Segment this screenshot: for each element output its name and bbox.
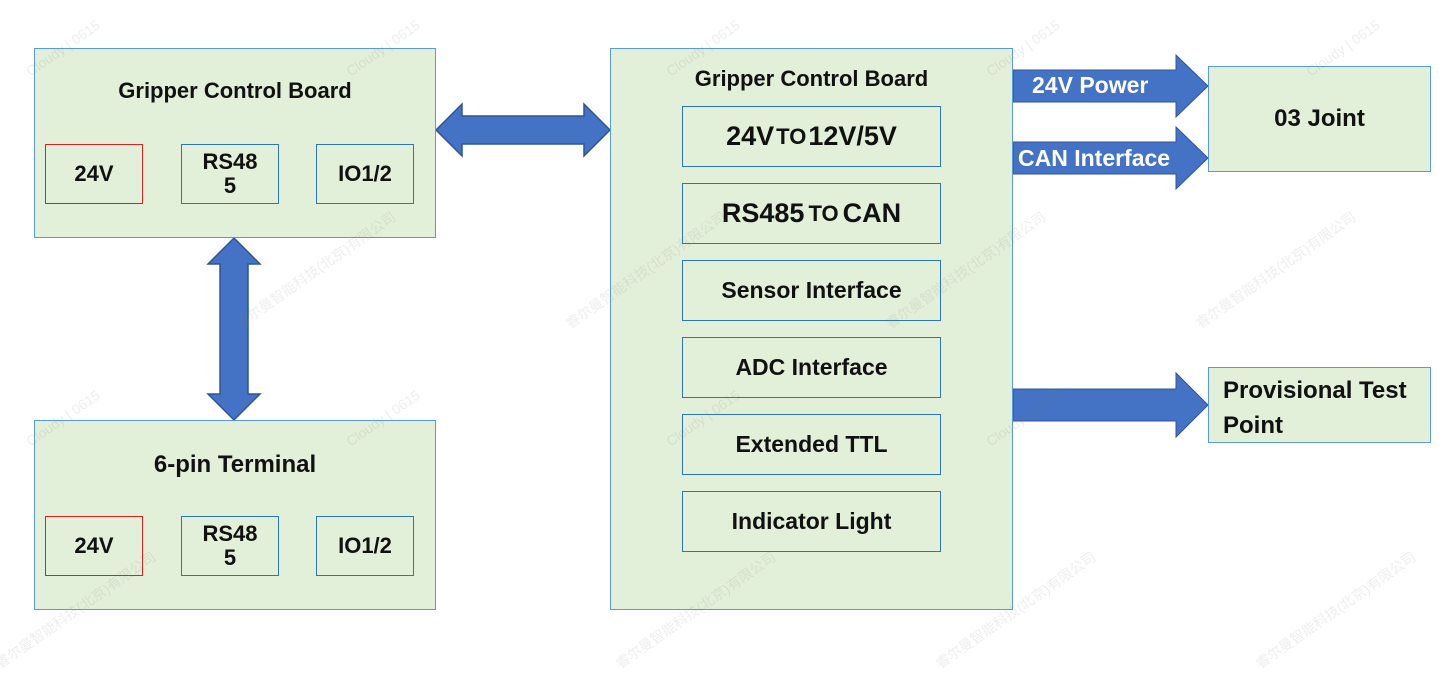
- can-arrow: [1012, 125, 1209, 191]
- panel-title: Gripper Control Board: [118, 78, 352, 103]
- pin-rs485: RS485: [181, 516, 279, 576]
- sensor-interface: Sensor Interface: [682, 260, 941, 321]
- panel-title: 6-pin Terminal: [153, 451, 317, 478]
- pin-io: IO1/2: [316, 516, 414, 576]
- to-word: TO: [808, 200, 839, 226]
- protocol-out: CAN: [842, 198, 902, 228]
- can-label: CAN Interface: [1018, 145, 1171, 171]
- bidirectional-arrow-vertical: [206, 236, 262, 422]
- pin-rs485: RS485: [181, 144, 279, 204]
- joint-label: 03 Joint: [1274, 105, 1365, 132]
- extended-ttl: Extended TTL: [682, 414, 941, 475]
- test-point-arrow: [1012, 371, 1209, 439]
- indicator-light: Indicator Light: [682, 491, 941, 552]
- gripper-control-board-center: Gripper Control Board 24V TO 12V/5V RS48…: [610, 48, 1013, 610]
- connector-arrows: [206, 53, 1209, 439]
- to-word: TO: [776, 123, 807, 149]
- gripper-control-board-left: Gripper Control Board 24V RS485 IO1/2: [34, 48, 436, 238]
- voltage-in: 24V: [726, 121, 775, 151]
- voltage-converter: 24V TO 12V/5V: [682, 106, 941, 167]
- pin-io: IO1/2: [316, 144, 414, 204]
- test-point-label: Provisional Test Point: [1223, 377, 1407, 439]
- power-label: 24V Power: [1032, 72, 1149, 98]
- adc-interface: ADC Interface: [682, 337, 941, 398]
- pin-24v: 24V: [45, 144, 143, 204]
- pin-24v: 24V: [45, 516, 143, 576]
- protocol-in: RS485: [721, 198, 805, 228]
- panel-title: Gripper Control Board: [694, 66, 929, 91]
- joint-box: 03 Joint: [1208, 66, 1431, 172]
- power-arrow: [1012, 53, 1209, 119]
- bidirectional-arrow-horizontal: [434, 102, 612, 158]
- voltage-out: 12V/5V: [808, 121, 897, 151]
- rs485-to-can: RS485 TO CAN: [682, 183, 941, 244]
- test-point-box: Provisional Test Point: [1208, 367, 1431, 443]
- six-pin-terminal: 6-pin Terminal 24V RS485 IO1/2: [34, 420, 436, 610]
